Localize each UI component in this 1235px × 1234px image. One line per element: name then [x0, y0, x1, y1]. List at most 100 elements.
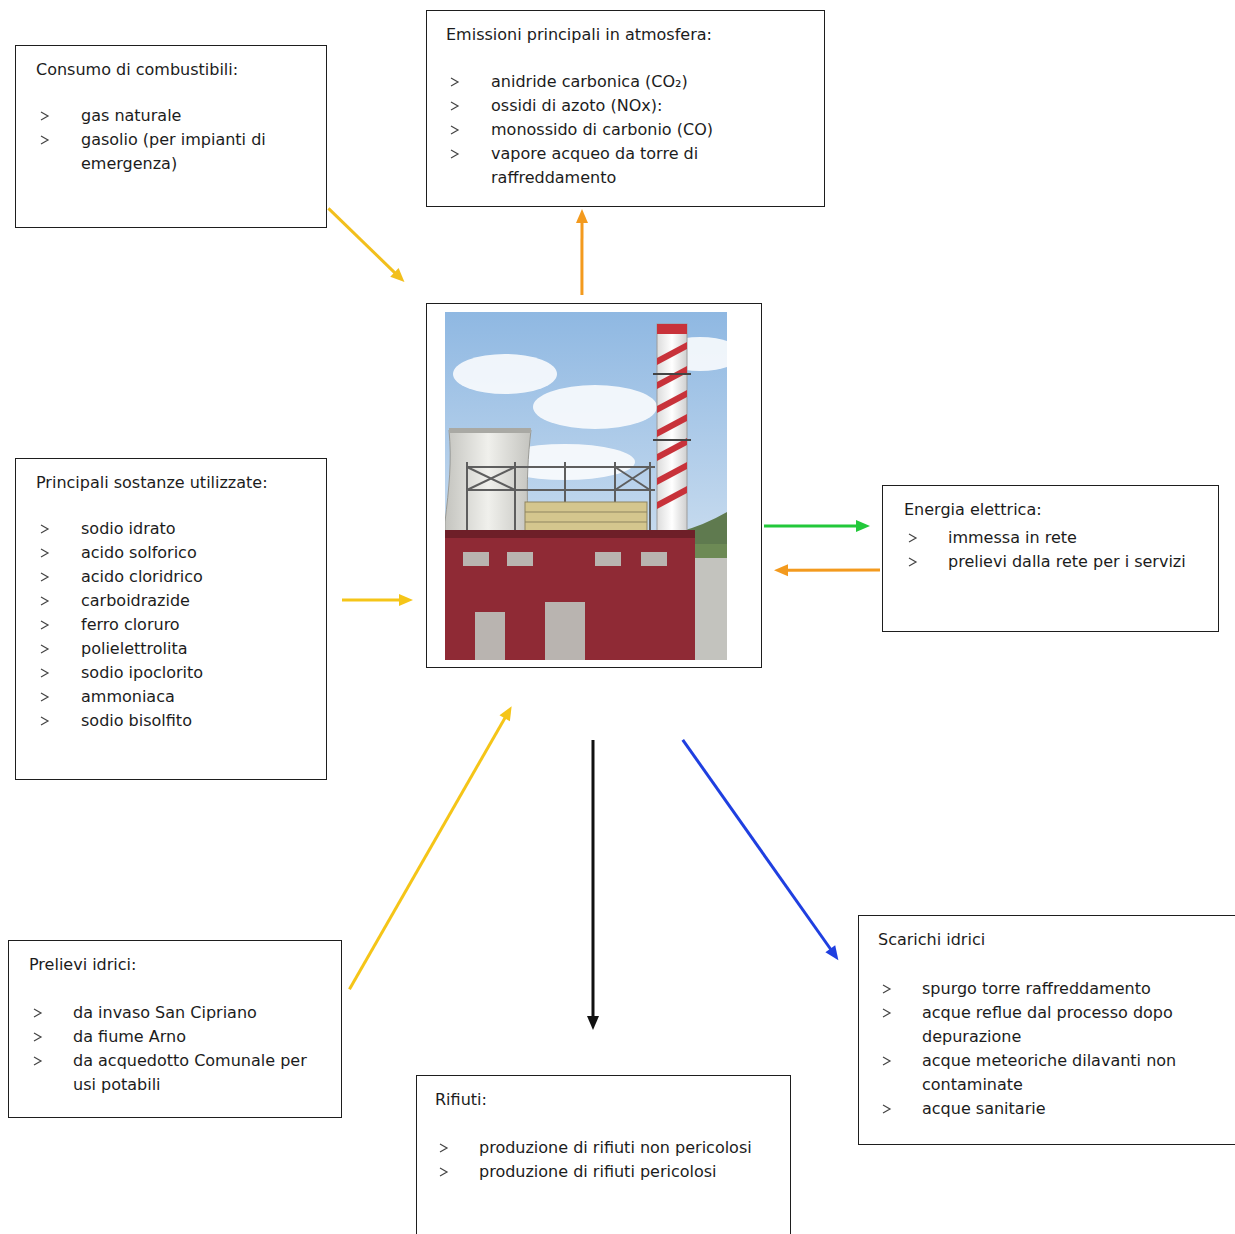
bullet-row: acque sanitarie [878, 1097, 1225, 1121]
bullet-marker [908, 533, 918, 543]
arrow-head [390, 268, 404, 282]
list-item: gas naturale [81, 104, 314, 128]
list-item: ammoniaca [81, 685, 314, 709]
list-item: carboidrazide [81, 589, 314, 613]
bullet-chevron [41, 645, 48, 653]
list-item: polielettrolita [81, 637, 314, 661]
bullet-row: ossidi di azoto (NOx): [446, 94, 812, 118]
tower-lip [449, 428, 531, 433]
list-item: sodio ipoclorito [81, 661, 314, 685]
arrow-line [785, 568, 880, 571]
bullet-row: ammoniaca [36, 685, 314, 709]
bullet-chevron [41, 112, 48, 120]
bullet-marker [450, 125, 460, 135]
box-heading: Rifiuti: [435, 1088, 778, 1112]
box-heading: Principali sostanze utilizzate: [36, 471, 314, 495]
plant-box [426, 303, 762, 668]
bullet-row: sodio bisolfito [36, 709, 314, 733]
trees [695, 544, 727, 558]
bullet-marker [40, 596, 50, 606]
bullet-chevron [41, 621, 48, 629]
illustration-part [657, 342, 687, 365]
arrow-line [764, 525, 859, 528]
chimney-spiral [657, 342, 687, 509]
illustration-part [467, 467, 515, 490]
arrow-head [587, 1016, 599, 1030]
list-item: immessa in rete [948, 526, 1206, 550]
bullet-row: acido cloridrico [36, 565, 314, 589]
flow-arrow [349, 706, 511, 989]
illustration-part [657, 462, 687, 485]
bullet-row: anidride carbonica (CO₂) [446, 70, 812, 94]
bullet-chevron [451, 150, 458, 158]
bullet-row: immessa in rete [904, 526, 1206, 550]
illustration-part [657, 414, 687, 437]
bullet-row: produzione di rifiuti pericolosi [435, 1160, 778, 1184]
bullet-chevron [451, 126, 458, 134]
list-item: vapore acqueo da torre di raffreddamento [491, 142, 812, 190]
bullet-marker [450, 77, 460, 87]
list-item: anidride carbonica (CO₂) [491, 70, 812, 94]
arrow-head [774, 564, 788, 576]
list-item: acido solforico [81, 541, 314, 565]
arrow-head [399, 594, 413, 606]
turbine-building [445, 530, 695, 660]
illustration-part [615, 467, 650, 490]
arrow-head [576, 209, 588, 223]
illustration-part [653, 439, 691, 441]
illustration-part [507, 552, 533, 566]
chimney-band [657, 324, 687, 334]
flow-arrow [576, 209, 588, 295]
list-item: sodio idrato [81, 517, 314, 541]
bullet-chevron [41, 549, 48, 557]
info-box: Principali sostanze utilizzate: sodio idr… [15, 458, 327, 780]
bullet-chevron [451, 102, 458, 110]
box-heading: Emissioni principali in atmosfera: [446, 23, 812, 47]
building-windows [463, 552, 667, 660]
building-eave [445, 530, 695, 538]
bullet-chevron [41, 597, 48, 605]
bullet-chevron [41, 136, 48, 144]
list-item: monossido di carbonio (CO) [491, 118, 812, 142]
bullet-marker [33, 1056, 43, 1066]
bullet-row: sodio ipoclorito [36, 661, 314, 685]
list-item: spurgo torre raffreddamento [922, 977, 1225, 1001]
illustration-part [467, 466, 655, 468]
bullet-marker [33, 1032, 43, 1042]
bullet-chevron [909, 558, 916, 566]
flow-arrow [683, 740, 839, 960]
list-item: da fiume Arno [73, 1025, 329, 1049]
bullet-row: polielettrolita [36, 637, 314, 661]
box-heading: Energia elettrica: [904, 498, 1206, 522]
illustration-part [533, 385, 657, 429]
bullet-chevron [883, 1009, 890, 1017]
illustration-part [525, 512, 647, 513]
flow-arrow [764, 520, 870, 532]
bullet-marker [450, 101, 460, 111]
info-box: Consumo di combustibili:gas naturalegaso… [15, 45, 327, 228]
box-heading: Prelievi idrici: [29, 953, 329, 977]
arrow-line [342, 599, 402, 602]
illustration-part [467, 467, 515, 490]
box-heading: Scarichi idrici [878, 928, 1225, 952]
flow-arrow [328, 208, 404, 282]
bullet-marker [33, 1008, 43, 1018]
roof-lines [525, 512, 647, 522]
bullet-marker [439, 1143, 449, 1153]
bullet-chevron [440, 1144, 447, 1152]
bullet-row: monossido di carbonio (CO) [446, 118, 812, 142]
bullet-chevron [883, 1105, 890, 1113]
list-item: acido cloridrico [81, 565, 314, 589]
arrow-line [591, 740, 594, 1019]
bullet-chevron [883, 985, 890, 993]
bullet-row: da acquedotto Comunale per usi potabili [29, 1049, 329, 1097]
bullet-marker [40, 111, 50, 121]
concrete-ground [695, 552, 727, 660]
arrow-line [328, 208, 396, 274]
list-item: da acquedotto Comunale per usi potabili [73, 1049, 329, 1097]
illustration-part [641, 552, 667, 566]
bullet-marker [40, 668, 50, 678]
roof-structure [525, 502, 647, 534]
bullet-row: spurgo torre raffreddamento [878, 977, 1225, 1001]
